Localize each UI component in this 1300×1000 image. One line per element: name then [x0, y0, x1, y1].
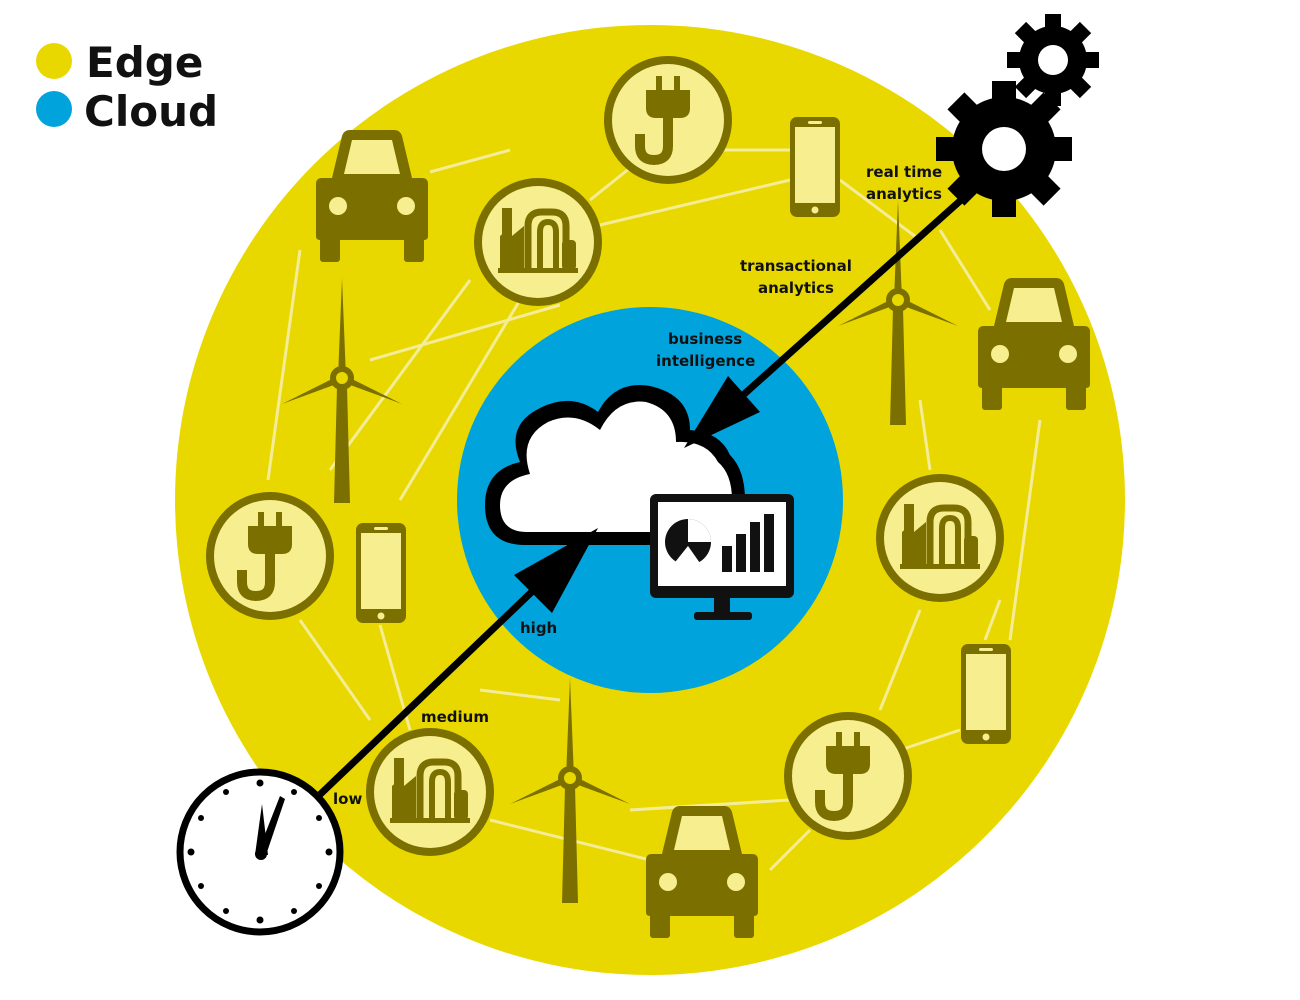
smartphone-icon-top	[790, 117, 840, 217]
clock-icon	[176, 768, 344, 936]
smartphone-icon-left	[356, 523, 406, 623]
factory-icon-bottom-left	[366, 728, 494, 856]
cloud-legend-label: Cloud	[84, 87, 218, 136]
label-transactional-2: analytics	[758, 279, 834, 297]
smartphone-icon-right	[961, 644, 1011, 744]
power-plug-icon-left	[206, 492, 334, 620]
factory-icon-top	[474, 178, 602, 306]
label-real-time-2: analytics	[866, 185, 942, 203]
edge-legend-label: Edge	[86, 38, 203, 87]
label-real-time-1: real time	[866, 163, 942, 181]
label-low: low	[333, 790, 362, 808]
time-arrow	[305, 528, 598, 809]
analytics-arrow	[684, 189, 973, 448]
cloud-legend-dot	[36, 91, 72, 127]
gears-icon	[936, 14, 1099, 217]
label-bi-1: business	[668, 330, 742, 348]
legend: Edge Cloud	[36, 38, 218, 136]
label-bi-2: intelligence	[656, 352, 755, 370]
edge-legend-dot	[36, 43, 72, 79]
label-high: high	[520, 619, 557, 637]
power-plug-icon-top	[604, 56, 732, 184]
power-plug-icon-bottom-right	[784, 712, 912, 840]
label-transactional-1: transactional	[740, 257, 852, 275]
device-connectors	[266, 148, 1042, 872]
label-medium: medium	[421, 708, 489, 726]
dashboard-monitor-icon	[650, 494, 794, 620]
factory-icon-right	[876, 474, 1004, 602]
